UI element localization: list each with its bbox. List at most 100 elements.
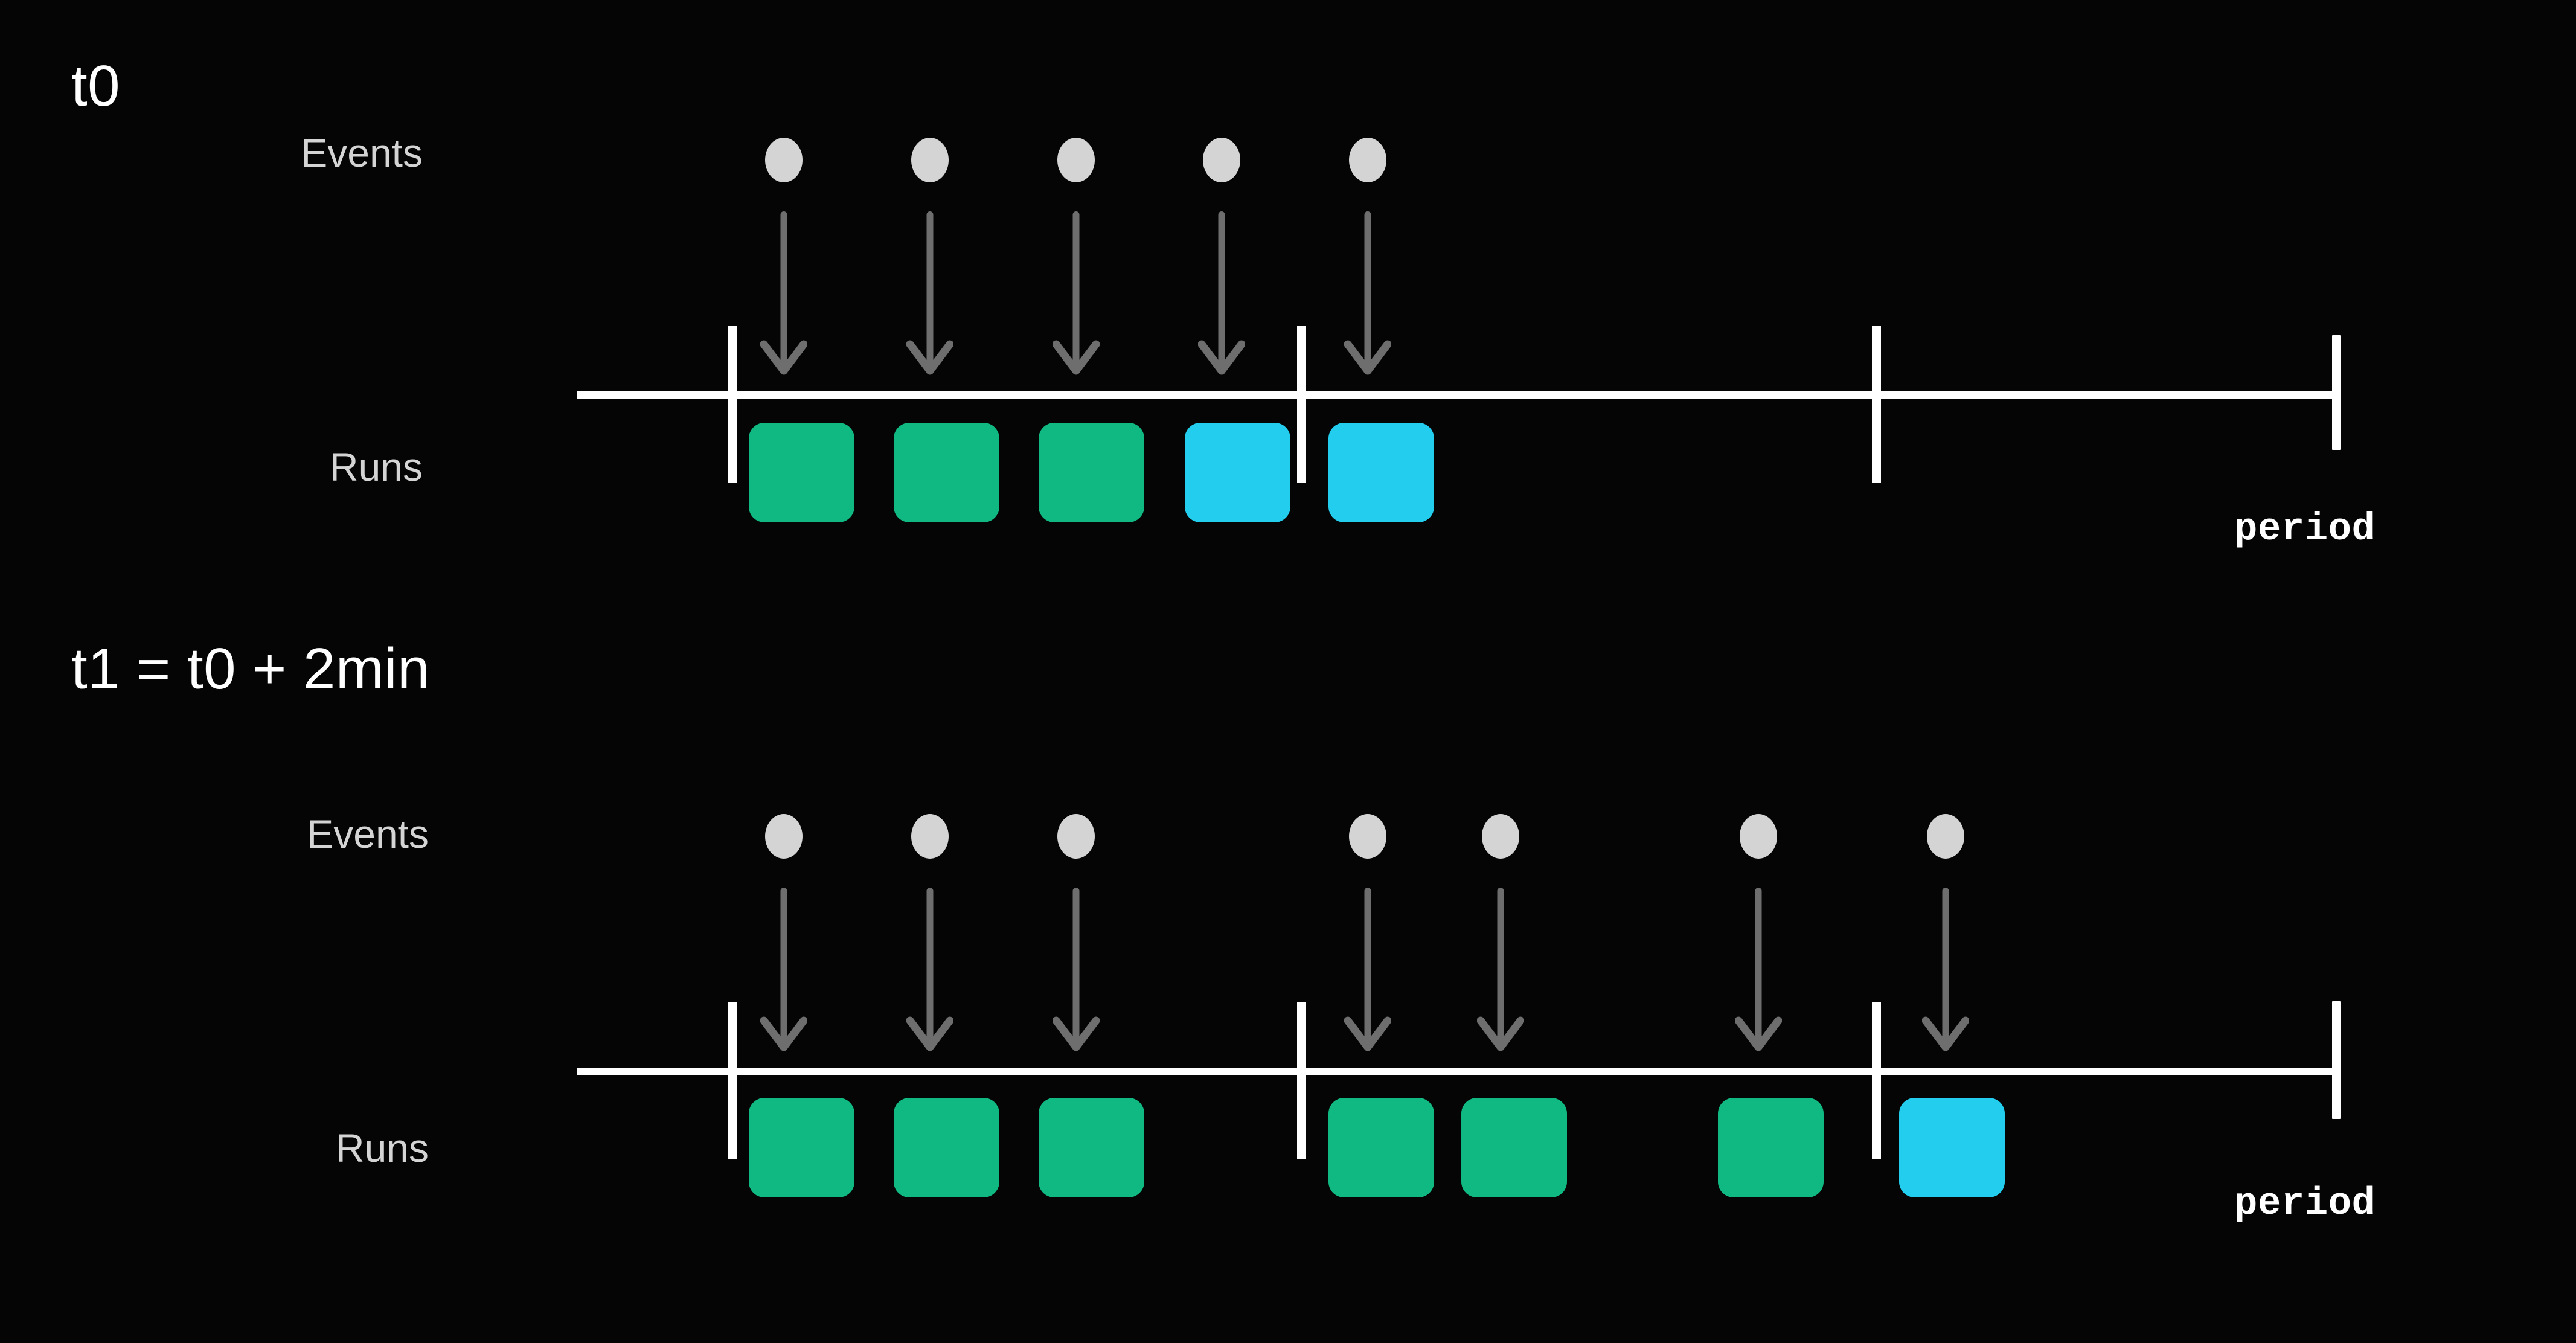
dash-segment xyxy=(728,1002,737,1023)
arrow-head-icon xyxy=(1735,1016,1782,1051)
run-block-t0-1[interactable] xyxy=(894,423,999,522)
run-block-t0-2[interactable] xyxy=(1039,423,1144,522)
run-block-t1-4[interactable] xyxy=(1461,1098,1567,1197)
run-block-t0-0[interactable] xyxy=(749,423,854,522)
arrow-head-icon xyxy=(1053,1016,1100,1051)
arrow-head-icon xyxy=(1053,340,1100,375)
event-arrow-t0-1 xyxy=(906,211,953,379)
run-block-t1-6[interactable] xyxy=(1899,1098,2005,1197)
arrow-shaft xyxy=(1218,211,1225,366)
period-label-t0: period xyxy=(2234,508,2376,551)
dash-segment xyxy=(728,1136,737,1157)
dash-segment xyxy=(1297,1087,1306,1118)
event-arrow-t1-5 xyxy=(1735,888,1782,1056)
dash-segment xyxy=(1297,326,1306,347)
dash-segment xyxy=(728,460,737,481)
event-dot-t0-1[interactable] xyxy=(911,138,949,182)
arrow-shaft xyxy=(926,888,934,1042)
arrow-shaft xyxy=(1942,888,1949,1042)
arrow-shaft xyxy=(1364,888,1371,1042)
event-arrow-t1-3 xyxy=(1344,888,1391,1056)
dash-segment xyxy=(1297,411,1306,442)
events-row-label-t1: Events xyxy=(307,812,429,856)
period-divider-t1-1 xyxy=(1297,1002,1306,1159)
event-dot-t1-0[interactable] xyxy=(765,814,803,859)
dash-segment xyxy=(1297,1136,1306,1157)
runs-row-label-t0: Runs xyxy=(329,444,423,489)
dash-segment xyxy=(1872,364,1881,395)
arrow-head-icon xyxy=(906,340,953,375)
event-arrow-t0-3 xyxy=(1198,211,1245,379)
dash-segment xyxy=(728,364,737,395)
runs-row-label-t1: Runs xyxy=(335,1126,429,1170)
event-dot-t1-2[interactable] xyxy=(1057,814,1095,859)
dash-segment xyxy=(1297,364,1306,395)
dash-segment xyxy=(1872,1002,1881,1023)
dash-segment xyxy=(1872,411,1881,442)
arrow-shaft xyxy=(780,888,787,1042)
events-row-label-t0: Events xyxy=(301,130,423,175)
event-dot-t1-6[interactable] xyxy=(1927,814,1964,859)
arrow-shaft xyxy=(926,211,934,366)
event-dot-t0-0[interactable] xyxy=(765,138,803,182)
period-divider-t0-1 xyxy=(1297,326,1306,483)
dash-segment xyxy=(728,411,737,442)
run-block-t1-5[interactable] xyxy=(1718,1098,1824,1197)
timeline-end-marker-t1 xyxy=(2332,1001,2341,1119)
event-dot-t0-4[interactable] xyxy=(1349,138,1386,182)
dash-segment xyxy=(1297,1002,1306,1023)
arrow-shaft xyxy=(1072,211,1080,366)
event-arrow-t0-0 xyxy=(760,211,807,379)
run-block-t1-3[interactable] xyxy=(1328,1098,1434,1197)
arrow-head-icon xyxy=(1477,1016,1524,1051)
arrow-shaft xyxy=(780,211,787,366)
event-arrow-t1-6 xyxy=(1922,888,1969,1056)
dash-segment xyxy=(1872,1087,1881,1118)
dash-segment xyxy=(728,1087,737,1118)
arrow-head-icon xyxy=(906,1016,953,1051)
run-block-t1-0[interactable] xyxy=(749,1098,854,1197)
arrow-shaft xyxy=(1072,888,1080,1042)
event-arrow-t0-2 xyxy=(1053,211,1100,379)
arrow-shaft xyxy=(1755,888,1762,1042)
event-arrow-t1-1 xyxy=(906,888,953,1056)
dash-segment xyxy=(728,1040,737,1071)
dash-segment xyxy=(1872,326,1881,347)
run-block-t0-3[interactable] xyxy=(1185,423,1290,522)
period-divider-t0-0 xyxy=(728,326,737,483)
event-dot-t0-3[interactable] xyxy=(1203,138,1240,182)
arrow-shaft xyxy=(1364,211,1371,366)
arrow-head-icon xyxy=(1922,1016,1969,1051)
dash-segment xyxy=(1872,460,1881,481)
dash-segment xyxy=(728,326,737,347)
arrow-head-icon xyxy=(760,340,807,375)
arrow-head-icon xyxy=(1344,340,1391,375)
run-block-t1-1[interactable] xyxy=(894,1098,999,1197)
period-divider-t1-0 xyxy=(728,1002,737,1159)
period-divider-t0-2 xyxy=(1872,326,1881,483)
event-dot-t1-4[interactable] xyxy=(1482,814,1519,859)
section-title-t0: t0 xyxy=(71,54,121,118)
arrow-head-icon xyxy=(760,1016,807,1051)
timeline-axis-t1 xyxy=(577,1068,2340,1075)
arrow-head-icon xyxy=(1344,1016,1391,1051)
event-dot-t1-1[interactable] xyxy=(911,814,949,859)
period-label-t1: period xyxy=(2234,1182,2376,1226)
event-arrow-t1-4 xyxy=(1477,888,1524,1056)
event-arrow-t1-0 xyxy=(760,888,807,1056)
section-title-t1: t1 = t0 + 2min xyxy=(71,636,431,701)
run-block-t0-4[interactable] xyxy=(1328,423,1434,522)
event-dot-t1-5[interactable] xyxy=(1740,814,1777,859)
dash-segment xyxy=(1872,1136,1881,1157)
event-arrow-t1-2 xyxy=(1053,888,1100,1056)
dash-segment xyxy=(1872,1040,1881,1071)
dash-segment xyxy=(1297,460,1306,481)
run-block-t1-2[interactable] xyxy=(1039,1098,1144,1197)
event-dot-t0-2[interactable] xyxy=(1057,138,1095,182)
dash-segment xyxy=(1297,1040,1306,1071)
event-dot-t1-3[interactable] xyxy=(1349,814,1386,859)
timeline-end-marker-t0 xyxy=(2332,335,2341,450)
event-arrow-t0-4 xyxy=(1344,211,1391,379)
timeline-axis-t0 xyxy=(577,391,2340,399)
